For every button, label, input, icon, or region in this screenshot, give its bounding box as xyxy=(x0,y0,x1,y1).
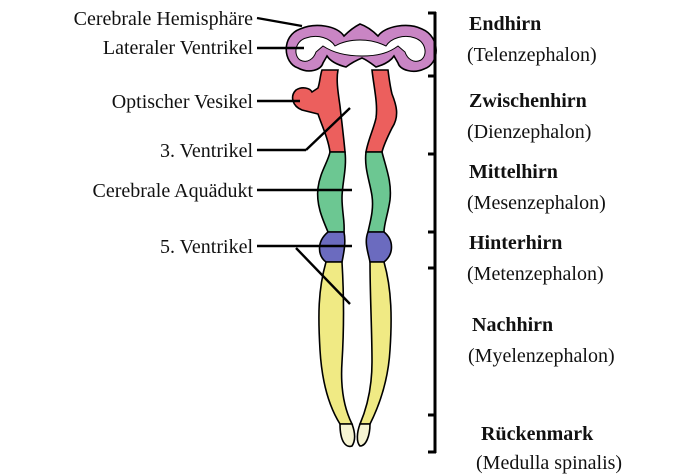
diencephalon-right xyxy=(366,70,397,152)
region-name-nachhirn: Nachhirn xyxy=(472,314,553,336)
region-latin-telenzephalon: (Telenzephalon) xyxy=(467,44,597,66)
region-name-rueckenmark: Rückenmark xyxy=(481,423,594,445)
diencephalon-left xyxy=(293,70,345,152)
mesencephalon-left xyxy=(318,152,346,232)
region-name-endhirn: Endhirn xyxy=(469,13,541,35)
region-name-hinterhirn: Hinterhirn xyxy=(469,232,562,254)
label-fifth-ventricle: 5. Ventrikel xyxy=(160,236,253,258)
region-latin-medulla-spinalis: (Medulla spinalis) xyxy=(476,452,622,474)
leader-hemisphere xyxy=(257,18,302,26)
label-third-ventricle: 3. Ventrikel xyxy=(160,140,253,162)
myelencephalon-left xyxy=(319,262,352,424)
mesencephalon-right xyxy=(366,152,391,232)
metencephalon-right xyxy=(366,232,391,262)
region-name-zwischenhirn: Zwischenhirn xyxy=(469,90,587,112)
region-latin-mesenzephalon: (Mesenzephalon) xyxy=(467,192,606,214)
region-latin-dienzephalon: (Dienzephalon) xyxy=(467,121,591,143)
myelencephalon-right xyxy=(360,262,391,424)
label-cerebral-hemisphere: Cerebrale Hemisphäre xyxy=(74,8,253,30)
region-labels: Endhirn (Telenzephalon) Zwischenhirn (Di… xyxy=(467,13,622,474)
region-name-mittelhirn: Mittelhirn xyxy=(469,161,558,183)
region-bracket xyxy=(428,12,436,453)
label-lateral-ventricle: Lateraler Ventrikel xyxy=(103,37,254,59)
label-optic-vesicle: Optischer Vesikel xyxy=(112,91,254,113)
label-aqueduct: Cerebrale Aquädukt xyxy=(93,180,254,202)
left-labels: Cerebrale Hemisphäre Lateraler Ventrikel… xyxy=(74,8,254,258)
neural-tube xyxy=(286,24,436,446)
spinal-tip-right xyxy=(357,424,370,446)
region-latin-myelenzephalon: (Myelenzephalon) xyxy=(468,345,615,367)
spinal-tip-left xyxy=(340,424,355,446)
region-latin-metenzephalon: (Metenzephalon) xyxy=(467,263,604,285)
